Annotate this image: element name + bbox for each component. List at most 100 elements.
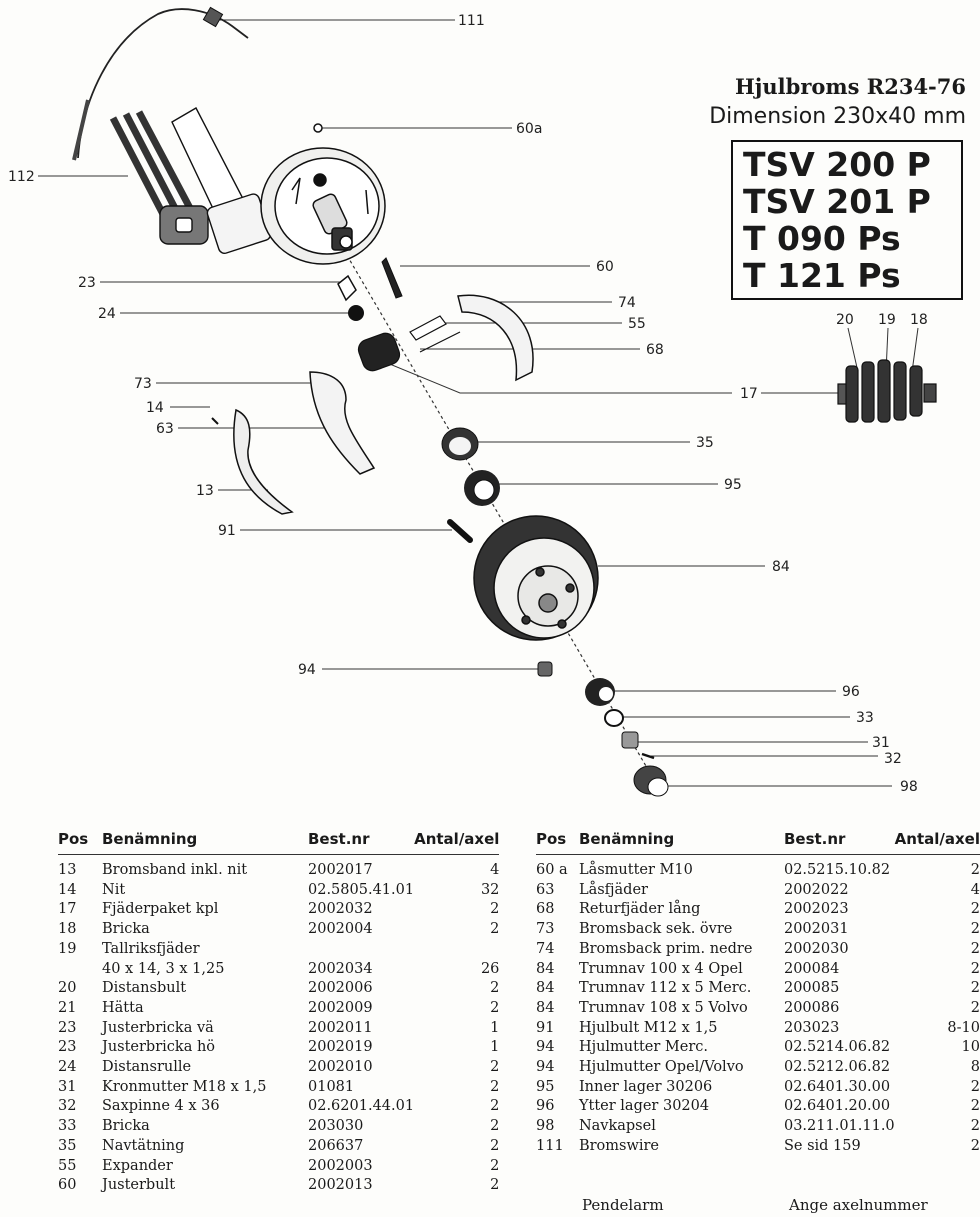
cell-pos: 94 [536, 1059, 555, 1076]
cell-name: Bromsband inkl. nit [102, 862, 248, 878]
adjusting-bolt [381, 257, 403, 299]
callout-74: 74 [618, 295, 636, 311]
cell-pos [58, 960, 102, 980]
callout-19: 19 [878, 312, 896, 328]
cell-pos: 84 [536, 999, 555, 1016]
cell-qty: 2 [970, 980, 980, 997]
cell-pos: 60 [58, 1177, 77, 1194]
cell-name: 40 x 14, 3 x 1,25 [102, 960, 225, 977]
cell-qty: 1 [490, 1039, 500, 1056]
callout-94: 94 [298, 662, 316, 678]
cell-best: 200086 [783, 999, 840, 1016]
cell-qty: 2 [490, 1098, 500, 1115]
header-best: Best.nr [308, 830, 415, 855]
cell-best: 2002004 [308, 921, 373, 938]
cell-qty: 32 [480, 881, 500, 898]
callout-98: 98 [900, 779, 918, 795]
cell-qty: 2 [490, 999, 500, 1016]
cell-best: 02.6401.20.00 [783, 1098, 891, 1115]
cell-best: 02.5214.06.82 [783, 1039, 891, 1056]
cell-best: 2002032 [308, 901, 373, 918]
cell-qty: 2 [490, 1157, 500, 1174]
cell-best: 2002023 [783, 901, 849, 918]
diagram-title: Hjulbroms R234-76 [734, 74, 966, 99]
cell-qty: 2 [970, 999, 980, 1016]
outer-bearing [585, 678, 615, 706]
backing-plate [260, 147, 386, 265]
cell-pos: 23 [58, 1039, 77, 1056]
cell-qty: 8-10 [947, 1019, 980, 1036]
header-name: Benämning [578, 830, 784, 855]
cell-name: Navkapsel [578, 1118, 656, 1135]
header-qty: Antal/axel [414, 830, 500, 855]
cell-name: Inner lager 30206 [578, 1078, 713, 1095]
cell-qty: 10 [961, 1039, 980, 1056]
header-pos: Pos [536, 830, 579, 855]
cell-best: 2002003 [308, 1157, 373, 1174]
cell-best: 2002009 [308, 999, 373, 1016]
cell-name: Justerbricka hö [102, 1039, 216, 1056]
cell-name: Trumnav 112 x 5 Merc. [578, 980, 752, 997]
header-name: Benämning [102, 830, 308, 855]
cell-best: 01081 [308, 1078, 355, 1095]
hub-seal [441, 427, 479, 461]
cell-qty: 2 [970, 960, 980, 977]
cell-name: Bricka [102, 1118, 150, 1135]
cell-name: Kronmutter M18 x 1,5 [102, 1078, 267, 1095]
pendulum-arm [109, 107, 272, 254]
callout-13: 13 [196, 483, 214, 499]
cell-qty: 8 [970, 1059, 980, 1076]
cell-name: Låsmutter M10 [578, 862, 693, 878]
cell-qty: 1 [490, 1019, 500, 1036]
cell-qty: 4 [970, 881, 980, 898]
cell-pos: 98 [536, 1118, 555, 1135]
callout-20: 20 [836, 312, 854, 328]
callout-91: 91 [218, 523, 236, 539]
primary-brake-shoe [457, 294, 534, 382]
cell-best: 2002010 [308, 1059, 373, 1076]
callout-31: 31 [872, 735, 890, 751]
table-header-row: Pos Benämning Best.nr Antal/axel [536, 830, 980, 855]
header-best: Best.nr [783, 830, 895, 855]
cell-best [308, 940, 414, 960]
callout-96: 96 [842, 684, 860, 700]
adjusting-shim [337, 274, 357, 302]
cell-best: 200084 [783, 960, 840, 977]
cell-best: 2002031 [783, 921, 849, 938]
cell-name: Hjulmutter Opel/Volvo [578, 1059, 744, 1076]
cell-pos: 13 [58, 862, 77, 878]
cell-name: Bricka [102, 921, 150, 938]
lock-nut [313, 123, 323, 133]
assembly-axis [337, 239, 661, 791]
cell-qty: 2 [970, 1137, 980, 1154]
cell-name: Nit [102, 881, 126, 898]
cell-name: Trumnav 108 x 5 Volvo [578, 999, 748, 1016]
cell-name: Justerbricka vä [102, 1019, 214, 1036]
cell-best: 2002011 [308, 1019, 373, 1036]
callout-23: 23 [78, 275, 96, 291]
washer [604, 709, 624, 727]
table-row: 23 Justerbricka vä 2002011 1 [58, 1019, 499, 1039]
callout-73: 73 [134, 376, 152, 392]
callout-60a: 60a [516, 121, 542, 137]
cell-best: 02.6401.30.00 [783, 1078, 891, 1095]
callout-111: 111 [458, 13, 485, 29]
brake-wire [72, 6, 249, 161]
header-pos: Pos [58, 830, 102, 855]
cell-pos: 23 [58, 1019, 77, 1036]
table-header-row: Pos Benämning Best.nr Antal/axel [58, 830, 500, 855]
